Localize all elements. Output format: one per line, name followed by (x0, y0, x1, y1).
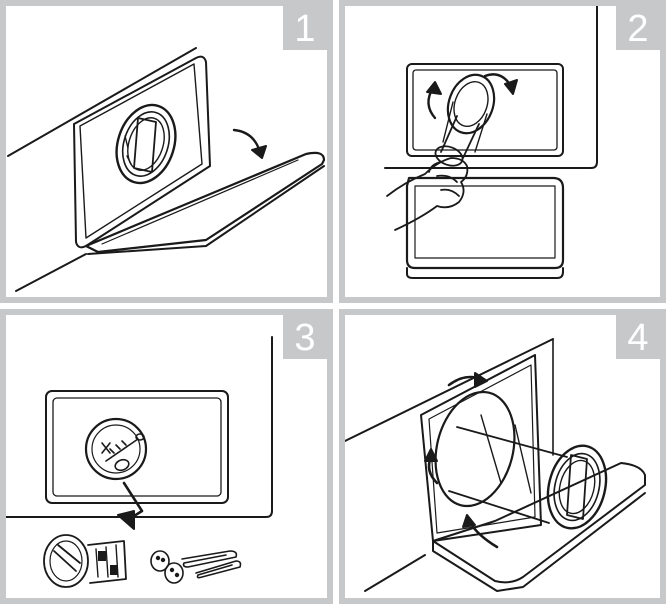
opened-cover-flap (86, 153, 324, 254)
service-panel-recess (46, 391, 228, 503)
filter-cap-icon (107, 97, 185, 190)
machine-bottom-edge (365, 555, 425, 591)
filter-opening (86, 419, 146, 479)
step-3-illustration (6, 315, 327, 598)
filter-opening (424, 384, 526, 515)
rotate-arrow-icon (427, 74, 517, 118)
filter-cap-icon (44, 535, 126, 587)
machine-top-edge (8, 48, 196, 156)
machine-bottom-edge (16, 254, 86, 291)
rotate-arrow-icon (234, 130, 266, 158)
step-4-panel: 4 (339, 309, 666, 604)
filter-cap-icon (449, 415, 614, 535)
paperclip-icon (182, 551, 241, 578)
coin-icon (151, 551, 183, 583)
step-1-panel: 1 (0, 0, 333, 303)
step-3-panel: 3 (0, 309, 333, 604)
opened-cover-flap (407, 178, 563, 278)
machine-top-edge (345, 339, 553, 441)
filter-cap-icon (433, 68, 502, 169)
step-2-illustration (345, 6, 660, 297)
down-arrow-icon (118, 483, 142, 529)
step-1-illustration (6, 6, 327, 297)
service-panel-recess (74, 57, 210, 248)
step-2-panel: 2 (339, 0, 666, 303)
step-4-illustration (345, 315, 660, 598)
